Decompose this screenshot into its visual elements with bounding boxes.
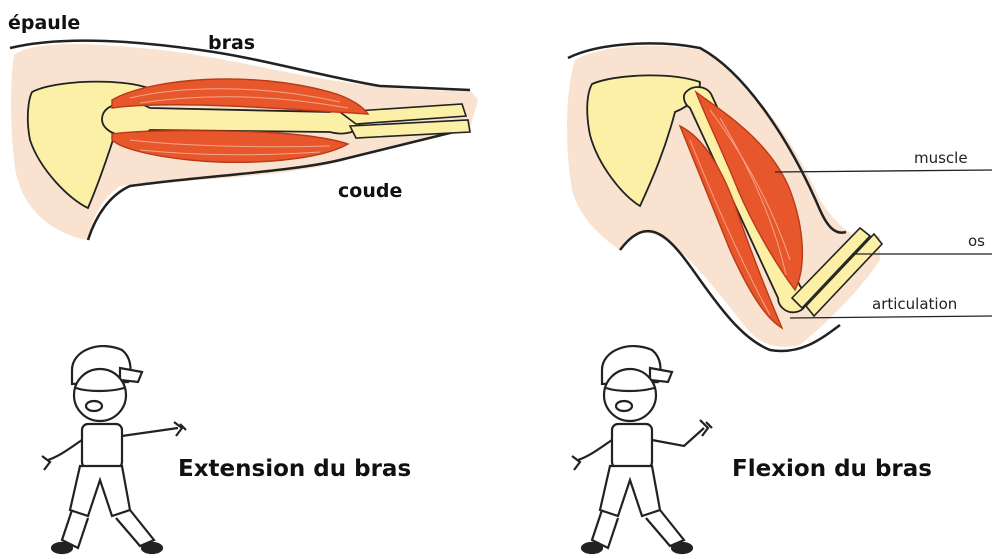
muscle-leader-line bbox=[775, 170, 992, 172]
joint-label: articulation bbox=[872, 295, 957, 313]
shoulder-label: épaule bbox=[8, 12, 80, 34]
extended-arm-illustration bbox=[10, 41, 478, 240]
elbow-label: coude bbox=[338, 180, 402, 202]
extension-caption: Extension du bras bbox=[178, 456, 411, 482]
arm-label: bras bbox=[208, 32, 255, 54]
muscle-label: muscle bbox=[914, 149, 968, 167]
child-figure-extension bbox=[42, 346, 186, 553]
flexion-caption: Flexion du bras bbox=[732, 456, 932, 482]
bone-label: os bbox=[968, 232, 985, 250]
child-figure-flexion bbox=[572, 346, 712, 553]
